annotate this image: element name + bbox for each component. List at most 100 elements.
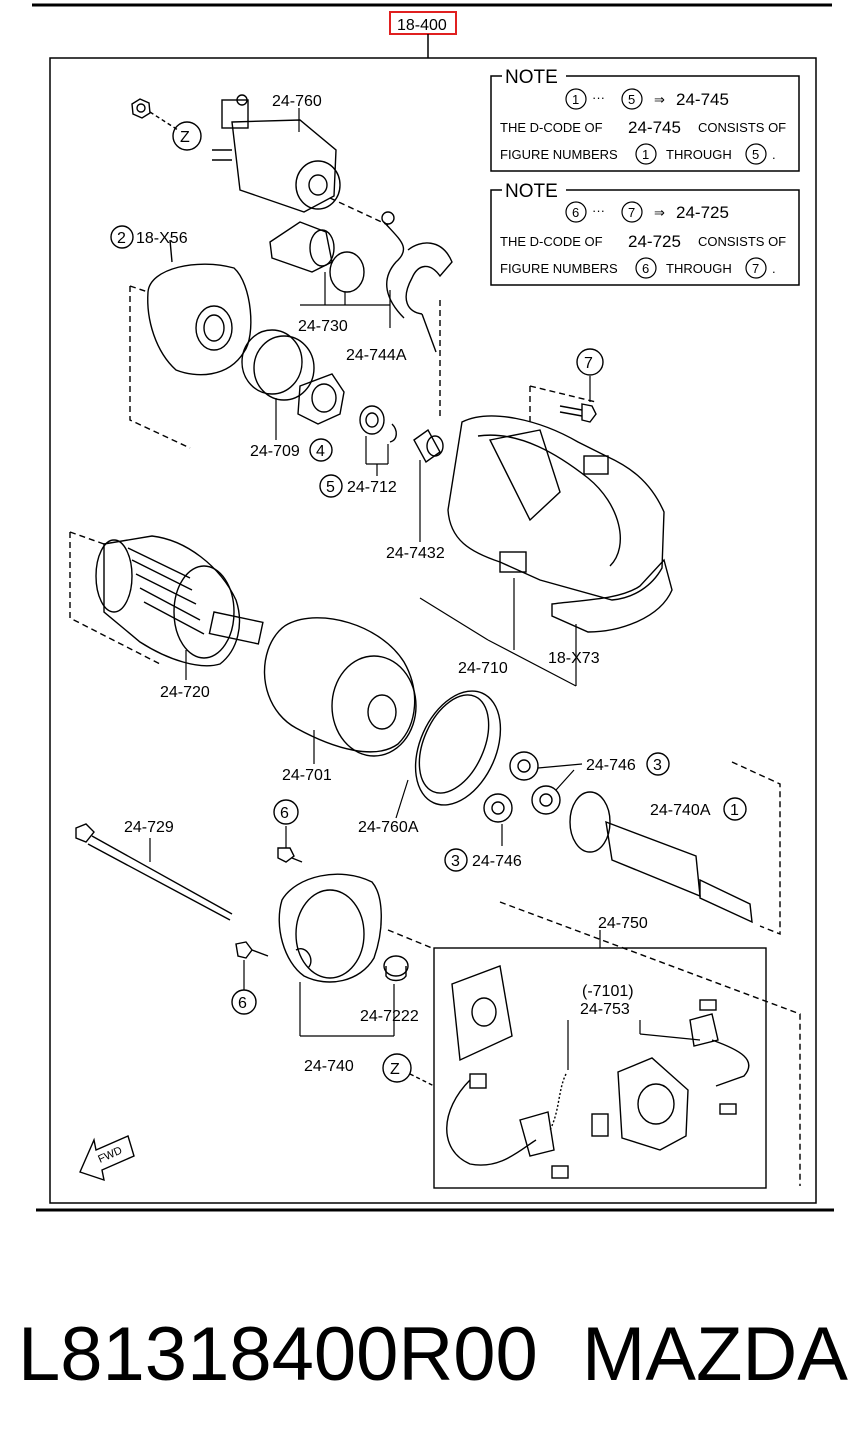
yoke-drawing — [263, 617, 417, 764]
svg-text:5: 5 — [752, 147, 759, 162]
part-number: L81318400R00 — [18, 1312, 538, 1397]
label-24-710: 24-710 — [458, 660, 508, 677]
callout-6a: 6 — [273, 799, 299, 825]
label-24-760: 24-760 — [272, 93, 322, 110]
starter-exploded-diagram: 18-400 NOTE 1 ··· 5 ⇒ 24-745 THE D-CODE … — [32, 3, 834, 1212]
svg-text:24-745: 24-745 — [628, 118, 681, 137]
nut-icon — [131, 98, 151, 119]
svg-text:7: 7 — [752, 261, 759, 276]
label-24-729: 24-729 — [124, 819, 174, 836]
screw-upper-icon — [277, 826, 303, 863]
svg-text:THE D-CODE OF: THE D-CODE OF — [500, 120, 603, 135]
svg-text:⇒: ⇒ — [654, 92, 665, 107]
z-bottom-leader — [409, 1073, 435, 1087]
svg-text:6: 6 — [238, 995, 247, 1012]
svg-text:CONSISTS OF: CONSISTS OF — [698, 120, 786, 135]
overrunning-clutch-drawing — [241, 329, 345, 440]
svg-text:Z: Z — [390, 1061, 400, 1078]
label-7101: (-7101) — [582, 983, 634, 1000]
svg-text:24-745: 24-745 — [676, 90, 729, 109]
svg-text:FIGURE NUMBERS: FIGURE NUMBERS — [500, 261, 618, 276]
label-24-740a: 24-740A — [650, 802, 711, 819]
svg-text:···: ··· — [592, 203, 605, 218]
drive-housing-drawing — [419, 300, 673, 687]
label-24-720: 24-720 — [160, 684, 210, 701]
bushing-rear-drawing — [383, 955, 409, 1036]
label-24-753: 24-753 — [580, 1001, 630, 1018]
label-24-712: 24-712 — [347, 479, 397, 496]
planetary-gear-right — [531, 785, 561, 815]
armature-drawing — [69, 531, 264, 680]
callout-3-lower: 3 — [444, 848, 468, 872]
label-18-x56: 18-X56 — [136, 230, 188, 247]
label-18-x73: 18-X73 — [548, 650, 600, 667]
label-24-744a: 24-744A — [346, 347, 407, 364]
svg-text:4: 4 — [316, 443, 325, 460]
svg-text:6: 6 — [572, 205, 579, 220]
svg-text:CONSISTS OF: CONSISTS OF — [698, 234, 786, 249]
note-box-1: NOTE 1 ··· 5 ⇒ 24-745 THE D-CODE OF 24-7… — [490, 66, 800, 172]
svg-text:6: 6 — [280, 805, 289, 822]
svg-text:···: ··· — [592, 90, 605, 105]
svg-text:NOTE: NOTE — [505, 67, 558, 88]
label-24-7222: 24-7222 — [360, 1008, 419, 1025]
svg-text:24-725: 24-725 — [628, 232, 681, 251]
svg-text:5: 5 — [628, 92, 635, 107]
callout-1: 1 — [723, 797, 747, 821]
label-24-709: 24-709 — [250, 443, 300, 460]
svg-text:THROUGH: THROUGH — [666, 261, 732, 276]
svg-text:.: . — [772, 261, 776, 276]
callout-5: 5 — [319, 474, 343, 498]
brush-holder-drawing — [549, 999, 750, 1179]
label-24-730: 24-730 — [298, 318, 348, 335]
svg-text:6: 6 — [642, 261, 649, 276]
footer: L81318400R00 MAZDA — [0, 1300, 864, 1410]
ref-code: 18-400 — [397, 17, 447, 34]
ref-code-box — [389, 11, 457, 35]
z-callout-bottom: Z — [382, 1053, 412, 1083]
svg-text:Z: Z — [180, 129, 190, 146]
label-24-7432: 24-7432 — [386, 545, 445, 562]
insulator-plate-drawing — [451, 965, 513, 1062]
callout-3-upper: 3 — [646, 752, 670, 776]
svg-text:⇒: ⇒ — [654, 205, 665, 220]
svg-text:1: 1 — [730, 802, 739, 819]
brand-name: MAZDA — [582, 1312, 848, 1397]
svg-text:24-725: 24-725 — [676, 203, 729, 222]
planetary-gear-bottom — [483, 793, 513, 823]
label-24-750: 24-750 — [598, 915, 648, 932]
screw-icon — [559, 376, 597, 423]
svg-text:NOTE: NOTE — [505, 181, 558, 202]
svg-text:FIGURE NUMBERS: FIGURE NUMBERS — [500, 147, 618, 162]
through-bolt-drawing — [75, 823, 233, 921]
svg-text:THROUGH: THROUGH — [666, 147, 732, 162]
svg-text:3: 3 — [451, 853, 460, 870]
shift-lever-drawing — [381, 211, 453, 353]
front-housing-drawing — [129, 239, 252, 449]
note-box-2: NOTE 6 ··· 7 ⇒ 24-725 THE D-CODE OF 24-7… — [490, 180, 800, 286]
svg-text:1: 1 — [642, 147, 649, 162]
svg-text:2: 2 — [117, 230, 126, 247]
fwd-arrow-icon: FWD — [79, 1135, 135, 1182]
svg-text:.: . — [772, 147, 776, 162]
planetary-gear-top — [509, 751, 539, 781]
nut-leader — [149, 111, 179, 131]
ring-gear-drawing — [395, 690, 502, 819]
screw-lower-icon — [235, 941, 269, 990]
svg-text:7: 7 — [584, 355, 593, 372]
callout-7: 7 — [576, 348, 604, 376]
svg-text:5: 5 — [326, 479, 335, 496]
svg-text:THE D-CODE OF: THE D-CODE OF — [500, 234, 603, 249]
callout-4: 4 — [309, 438, 333, 462]
rear-cover-drawing — [278, 873, 394, 1037]
brush-lead-drawing — [446, 1073, 555, 1166]
label-24-740: 24-740 — [304, 1058, 354, 1075]
svg-text:3: 3 — [653, 757, 662, 774]
svg-text:1: 1 — [572, 92, 579, 107]
label-24-746-upper: 24-746 — [586, 757, 636, 774]
bushing-drawing — [413, 428, 444, 542]
planet-shaft-drawing — [569, 761, 781, 936]
solenoid-drawing — [212, 94, 389, 226]
z-callout-top: Z — [172, 121, 202, 151]
callout-6b: 6 — [231, 989, 257, 1015]
